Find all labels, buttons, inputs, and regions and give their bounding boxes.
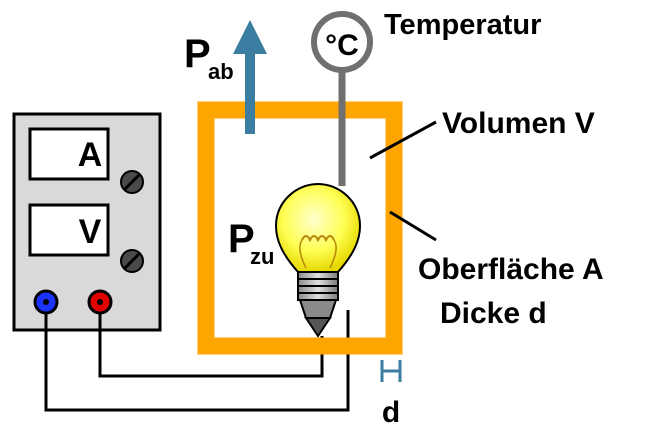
wire-positive: [98, 313, 324, 378]
surface-label: Oberfläche A: [418, 253, 604, 286]
ammeter-label: A: [78, 136, 103, 174]
wire-negative: [44, 310, 350, 412]
knob-icon[interactable]: [120, 249, 144, 273]
terminal-negative[interactable]: [33, 289, 59, 315]
terminal-positive[interactable]: [87, 289, 113, 315]
temperature-label: Temperatur: [384, 9, 541, 41]
heat-output-power-subscript: ab: [208, 59, 234, 84]
thickness-label: Dicke d: [440, 297, 547, 330]
knob-icon[interactable]: [120, 170, 144, 194]
thermometer-icon: [311, 11, 373, 186]
insulated-box-wall: [197, 101, 403, 355]
volume-label: Volumen V: [442, 107, 595, 140]
volume-pointer-line: [369, 120, 437, 160]
voltmeter-display: [28, 203, 110, 257]
power-supply: A V: [12, 112, 162, 332]
arrow-up-icon: [233, 20, 267, 134]
heat-input-power-subscript: zu: [250, 244, 274, 269]
voltmeter-label: V: [79, 213, 102, 251]
thickness-marker: [380, 360, 402, 382]
heat-output-power-label: P: [184, 32, 211, 76]
heat-input-power-label: P: [228, 217, 255, 261]
wires: [44, 310, 350, 412]
thermometer-unit: °C: [325, 29, 359, 62]
thickness-symbol: d: [382, 396, 400, 429]
light-bulb-icon: [274, 182, 362, 338]
ammeter-display: [28, 127, 110, 181]
surface-pointer-line: [389, 210, 437, 242]
